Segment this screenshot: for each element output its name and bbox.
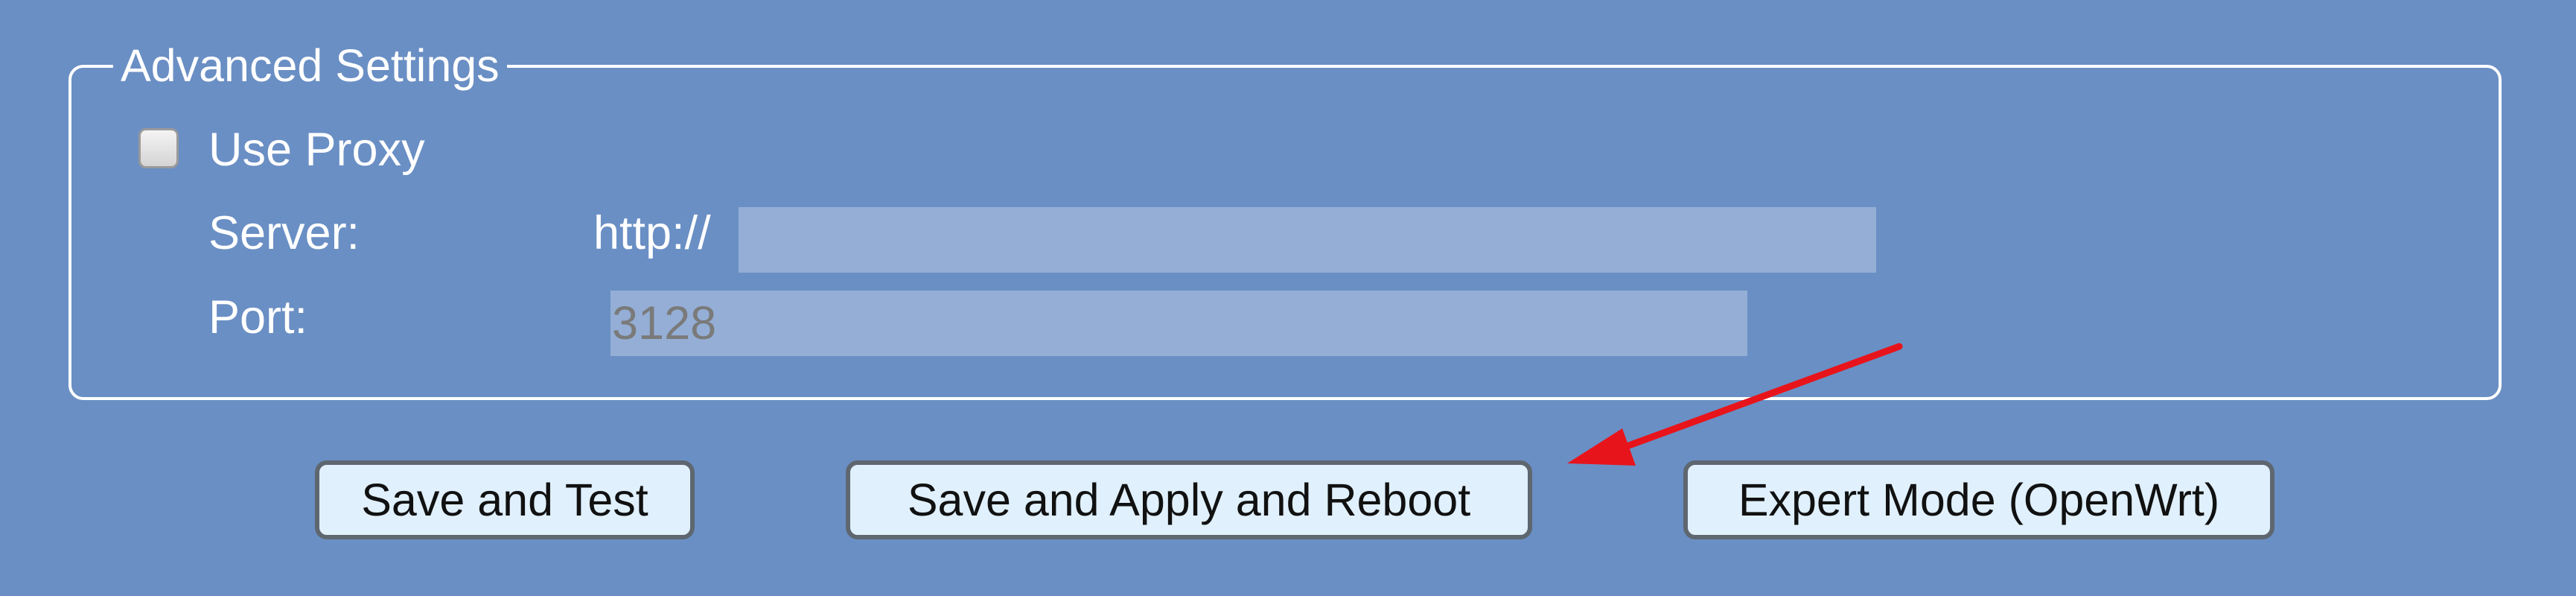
server-input[interactable] [739, 207, 1876, 273]
advanced-settings-fieldset: Advanced Settings Use Proxy Server: http… [68, 39, 2502, 400]
server-protocol-prefix: http:// [593, 207, 711, 259]
server-label: Server: [208, 207, 360, 259]
port-label: Port: [208, 291, 308, 343]
save-and-test-button[interactable]: Save and Test [315, 460, 695, 539]
advanced-settings-legend: Advanced Settings [113, 39, 507, 92]
port-input[interactable] [610, 291, 1747, 356]
save-apply-reboot-button[interactable]: Save and Apply and Reboot [846, 460, 1532, 539]
use-proxy-label: Use Proxy [208, 124, 425, 176]
use-proxy-checkbox[interactable] [138, 128, 179, 168]
expert-mode-button[interactable]: Expert Mode (OpenWrt) [1683, 460, 2274, 539]
